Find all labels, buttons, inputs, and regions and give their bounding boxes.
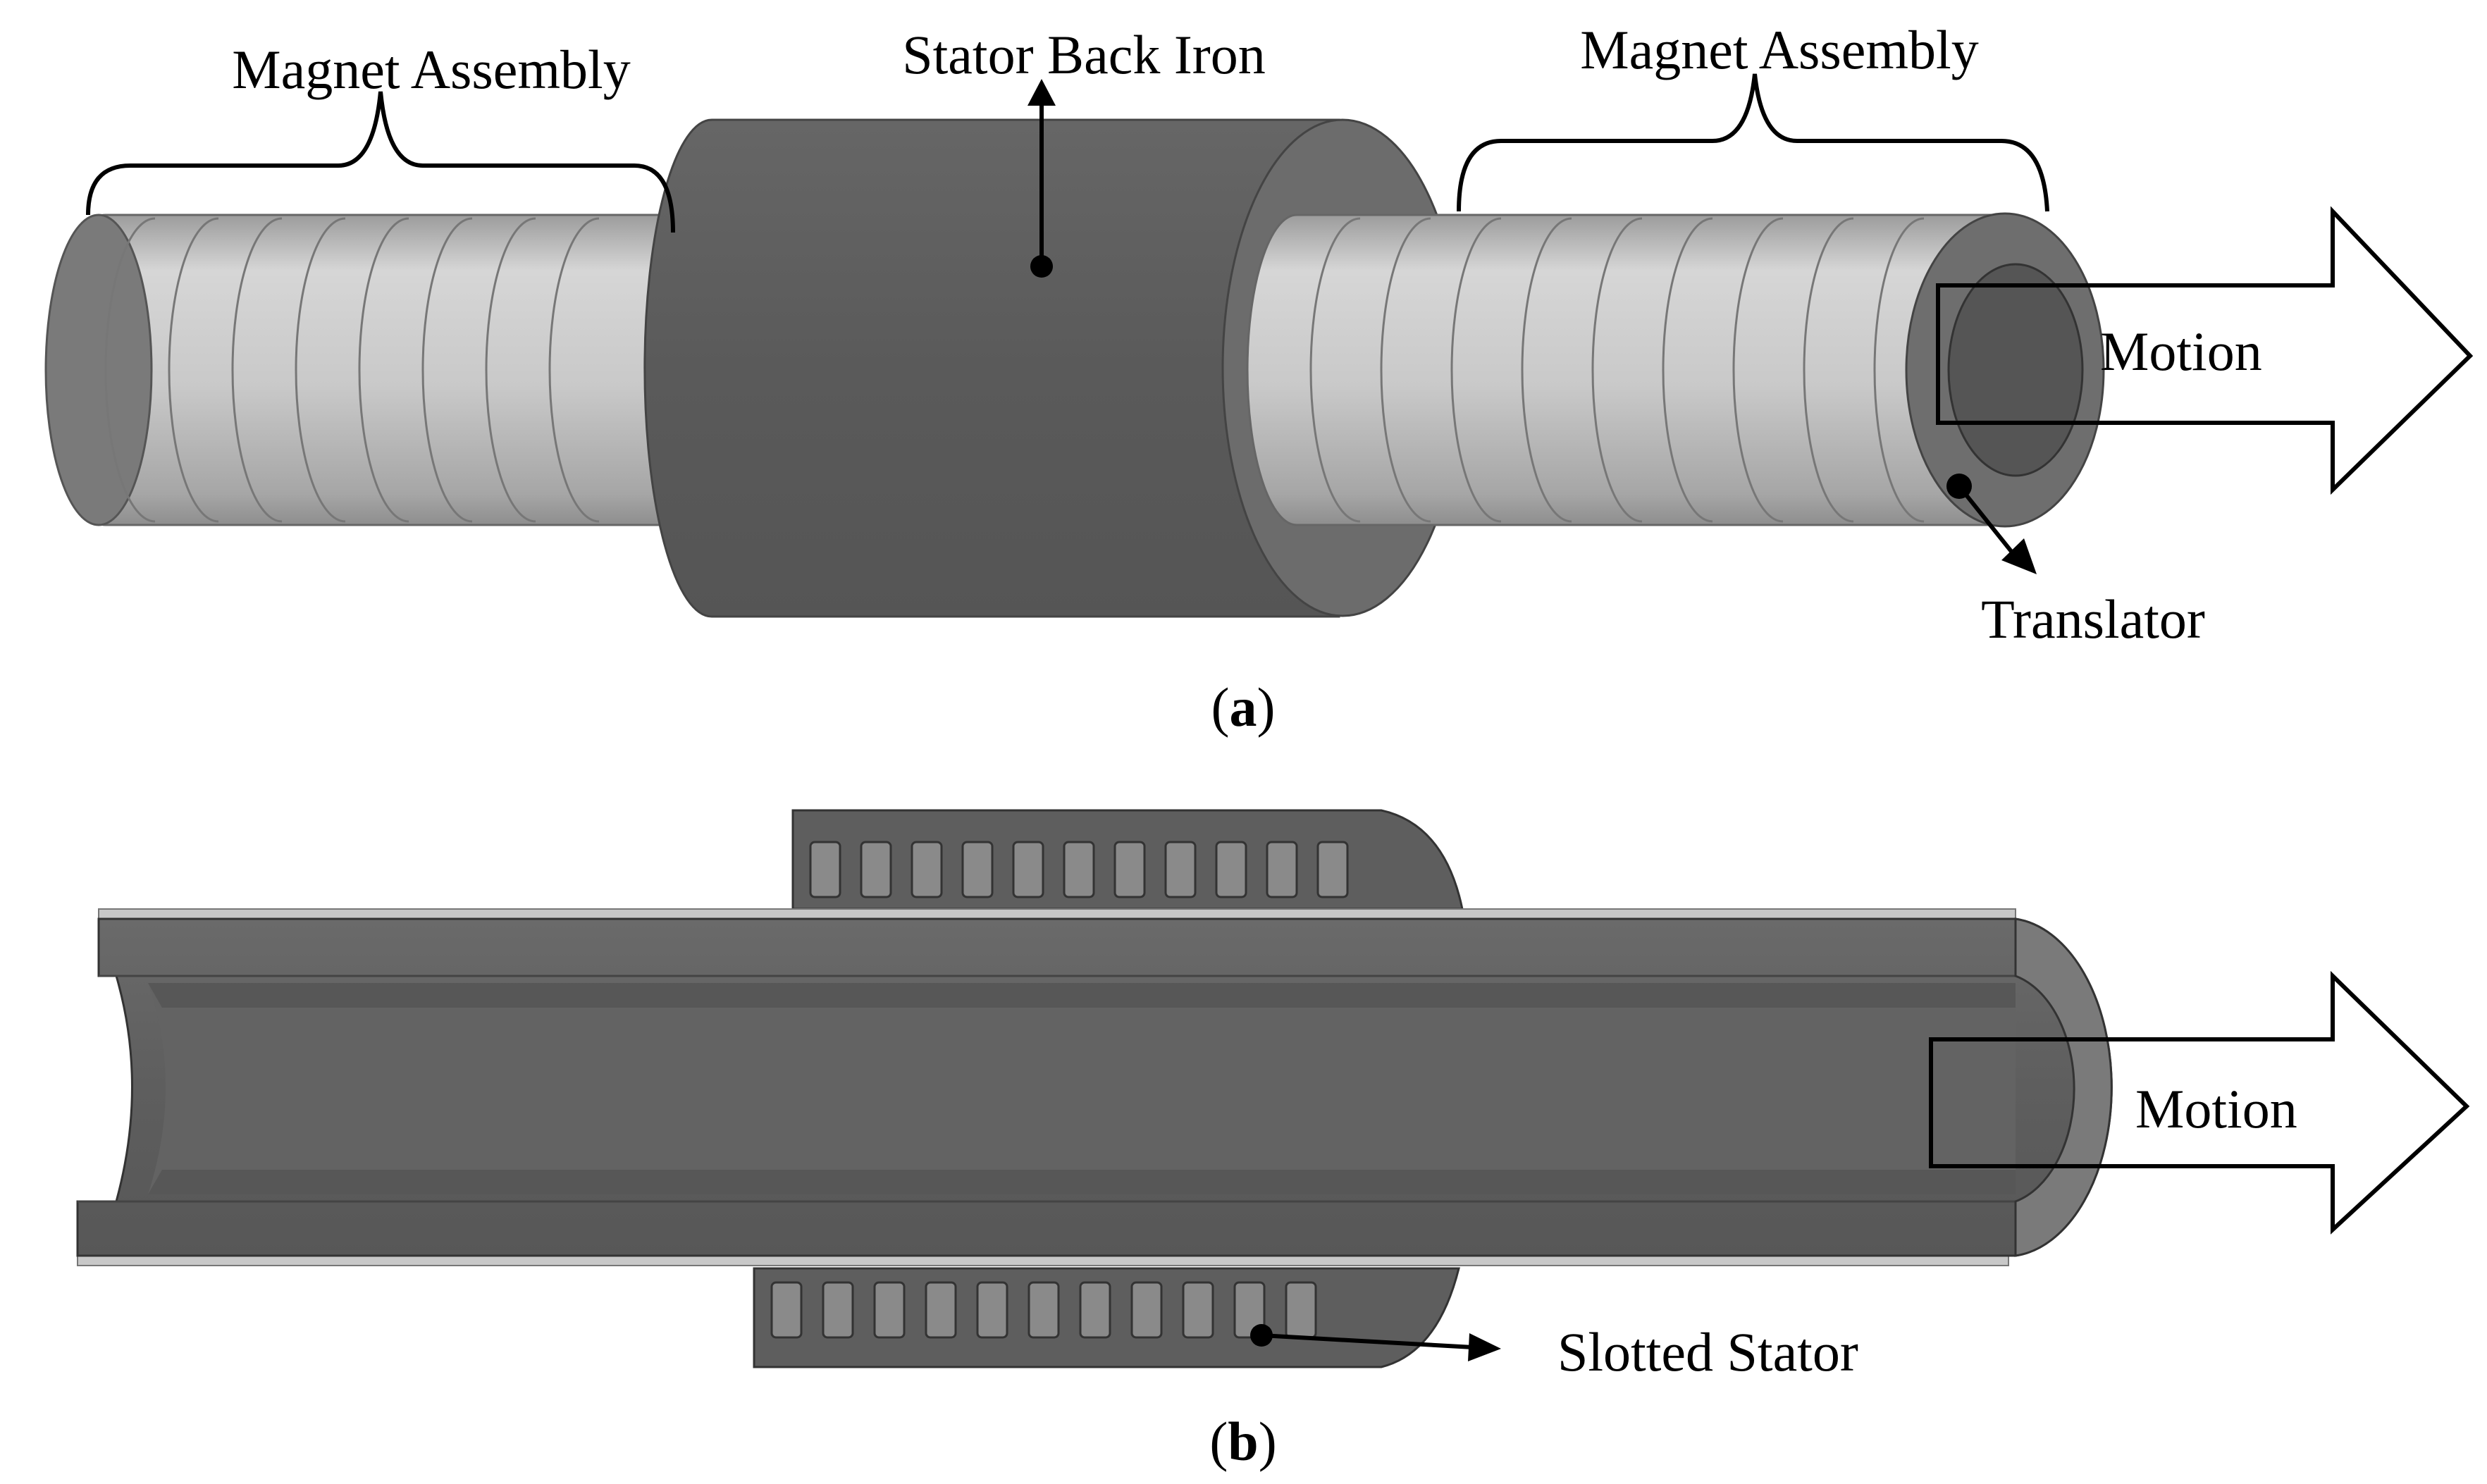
translator-bore [1947, 263, 2084, 477]
stator-back-iron-pointer [1027, 79, 1056, 278]
label-stator-back-iron: Stator Back Iron [902, 24, 1266, 85]
label-translator: Translator [1981, 588, 2205, 650]
right-magnet-assembly [1246, 212, 2105, 528]
motion-arrow-a [1936, 206, 2474, 495]
left-magnet-assembly [44, 214, 671, 526]
brace-left [86, 91, 675, 233]
slotted-stator-upper [791, 809, 1464, 910]
label-magnet-assembly-right: Magnet Assembly [1580, 19, 1978, 80]
translator-pointer [1946, 474, 2037, 574]
label-motion-a: Motion [2100, 321, 2262, 382]
panel-b: Motion Slotted Stator (b) [76, 809, 2470, 1472]
label-motion-b: Motion [2135, 1078, 2297, 1139]
slotted-stator-lower [753, 1267, 1460, 1368]
panel-a: Magnet Assembly Stator Back Iron Magnet … [44, 19, 2474, 738]
motion-arrow-b [1929, 970, 2470, 1235]
brace-right [1457, 73, 2049, 212]
caption-a: (a) [1211, 676, 1276, 738]
slotted-stator-pointer [1250, 1324, 1501, 1361]
caption-b: (b) [1209, 1411, 1276, 1472]
label-magnet-assembly-left: Magnet Assembly [232, 39, 630, 100]
label-slotted-stator: Slotted Stator [1557, 1321, 1858, 1383]
translator-tube [76, 908, 2113, 1266]
